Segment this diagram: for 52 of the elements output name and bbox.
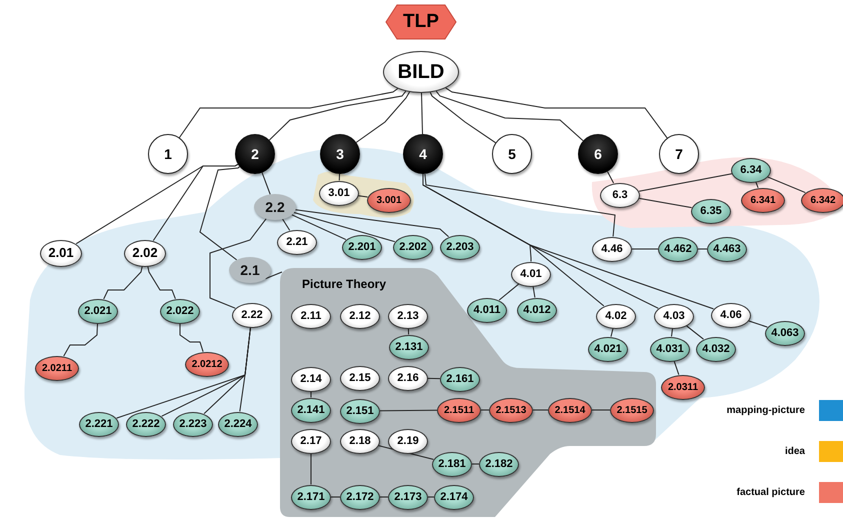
connector-line (210, 218, 267, 309)
connector-line (638, 173, 732, 192)
connector-line (152, 164, 238, 242)
root-ellipse: BILD (383, 51, 459, 93)
connector-line (428, 496, 434, 498)
connector-line (498, 283, 520, 301)
connector-line (268, 90, 406, 141)
connector-line (380, 410, 438, 412)
connector-line (239, 327, 251, 412)
connector-line (380, 496, 388, 498)
connector-line (748, 320, 768, 328)
connector-line (282, 218, 290, 231)
numbered-ellipse: 2.01 (40, 240, 82, 266)
legend-label: factual picture (736, 486, 805, 500)
connector-line (199, 166, 240, 260)
connector-line (63, 323, 98, 357)
connector-line (428, 378, 440, 380)
legend-label: mapping-picture (726, 404, 805, 418)
connector-line (262, 172, 271, 195)
connector-line (436, 90, 584, 142)
connector-line (632, 248, 658, 250)
connector-line (356, 92, 410, 143)
legend-label: idea (784, 445, 805, 459)
connector-line (607, 171, 614, 184)
connector-line (421, 92, 423, 134)
connector-line (638, 198, 692, 208)
connector-line (310, 391, 312, 398)
connector-line (180, 323, 204, 352)
connector-line (445, 87, 668, 138)
connector-line (358, 195, 368, 198)
connector-line (103, 266, 143, 300)
connector-line (686, 325, 704, 340)
connector-line (147, 266, 176, 300)
connector-line (674, 360, 680, 376)
connector-line (698, 248, 708, 250)
group-panel (280, 268, 656, 517)
connector-line (265, 272, 282, 280)
connector-line (294, 212, 396, 242)
panel-title: Picture Theory (302, 276, 386, 293)
connector-line (295, 209, 450, 238)
connector-line (408, 328, 410, 335)
connector-line (671, 328, 673, 337)
connector-line (338, 174, 340, 181)
connector-line (767, 176, 806, 194)
connector-line (532, 286, 536, 298)
connector-line (330, 496, 340, 498)
connector-line (430, 92, 496, 144)
connector-line (291, 214, 346, 240)
octagon-badge: TLP (385, 4, 457, 40)
connector-line (310, 453, 312, 485)
connector-line (424, 173, 616, 237)
connector-line (178, 88, 398, 138)
